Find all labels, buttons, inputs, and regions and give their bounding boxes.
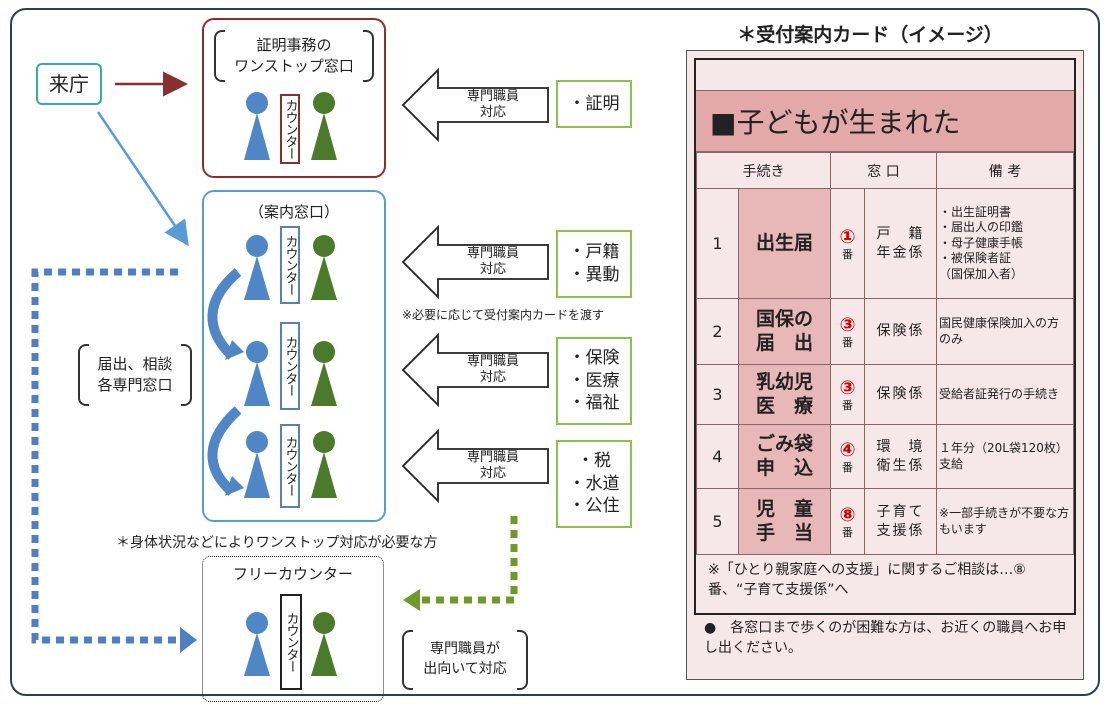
card-handout-note: ※必要に応じて受付案内カードを渡す [402,308,605,322]
staff-arrow-2 [401,224,549,300]
free-counter-title: フリーカウンター [232,564,353,583]
free-counter: カウンター [280,594,302,690]
card-footer-assist: ● 各窓口まで歩くのが困難な方は、お近くの職員へお申し出ください。 [704,620,1067,657]
header-procedure: 手続き [696,152,831,189]
person-icons [244,92,337,676]
guide-counter-1: カウンター [280,226,300,304]
staff-arrow-4-label: 専門職員対応 [466,449,519,481]
dotted-outreach-route [420,516,518,604]
service-box-tax: ・税・水道・公住 [556,440,632,528]
consult-label: 届出、相談 各専門窓口 [78,344,192,406]
visitor-to-guide-arrow [96,111,189,247]
card-top-strip [696,60,1074,91]
curved-arrow-1 [207,268,242,360]
header-remarks: 備 考 [936,152,1074,189]
staff-arrow-4 [401,428,549,504]
service-box-family: ・戸籍・異動 [556,230,632,298]
card-title: ■子どもが生まれた [696,91,1074,152]
staff-arrow-3-label: 専門職員対応 [466,353,519,385]
staff-arrow-2-label: 専門職員対応 [466,245,519,277]
staff-arrow-1 [401,67,549,143]
staff-arrow-3 [401,332,549,408]
free-counter-area [202,556,384,702]
dotted-route-to-free-counter [31,268,180,644]
service-box-insurance: ・保険・医療・福祉 [556,337,632,425]
physical-condition-note: ＊身体状況などによりワンストップ対応が必要な方 [116,535,438,551]
outer-frame [10,8,1100,696]
guide-counter-3: カウンター [280,424,300,508]
outreach-label: 専門職員が 出向いて対応 [402,630,528,690]
curved-arrow-2 [207,406,242,496]
staff-arrow-1-label: 専門職員対応 [466,88,519,120]
onestop-title: 証明事務の ワンストップ窓口 [214,30,374,82]
card-footer-consult: ※「ひとり親家庭への支援」に関するご相談は…⑧番、“子育て支援係”へ [708,562,1026,599]
card-heading: ＊受付案内カード（イメージ） [737,24,1003,46]
guide-title: （案内窓口） [248,202,339,221]
dotted-outreach-arrowhead [403,589,420,611]
visitor-box: 来庁 [36,63,102,105]
guide-counter-2: カウンター [280,322,300,410]
guide-window [202,190,386,522]
service-box-certificate: ・証明 [556,80,632,128]
header-window: 窓 口 [829,152,938,189]
onestop-counter: カウンター [280,94,300,164]
onestop-window [202,18,386,178]
dotted-route-arrowhead [180,627,197,653]
